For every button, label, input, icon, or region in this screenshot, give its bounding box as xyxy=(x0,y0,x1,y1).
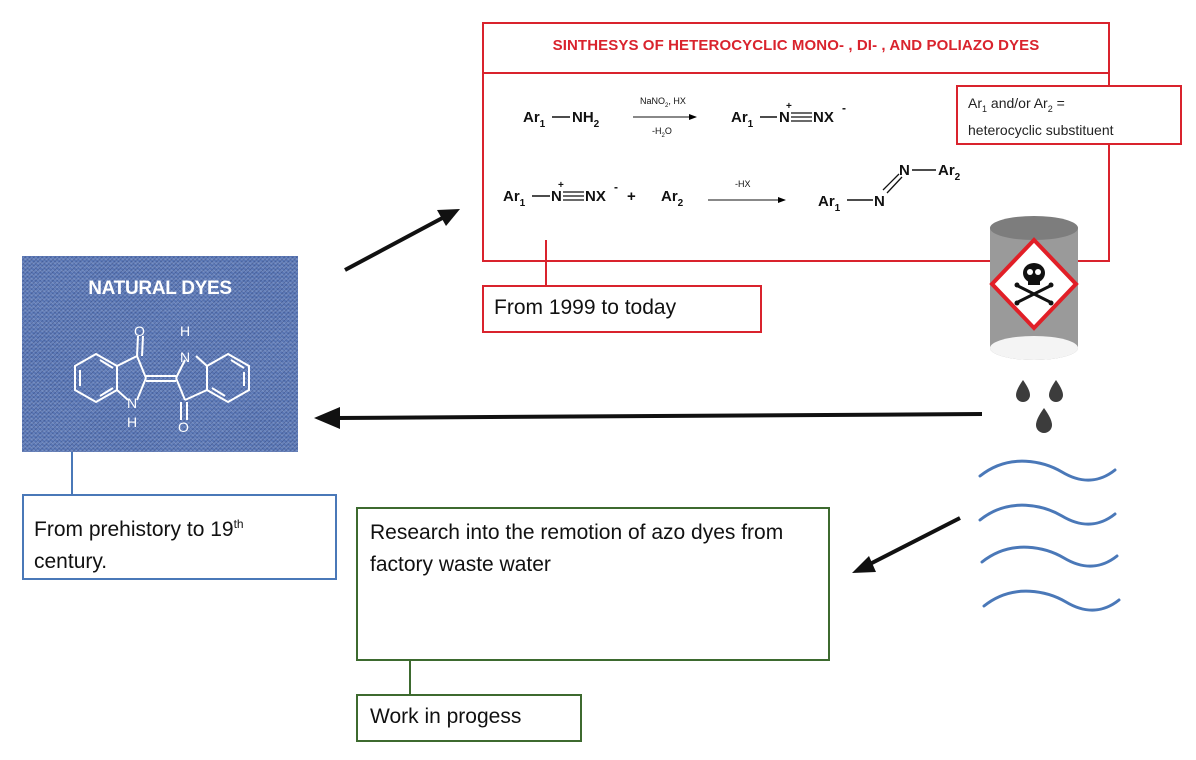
natural-dyes-panel xyxy=(22,256,298,452)
hazard-barrel-icon xyxy=(989,216,1079,360)
svg-text:+: + xyxy=(627,188,636,205)
droplet-icon xyxy=(1016,380,1063,433)
reaction-2: Ar1 N + NX - + Ar2 -HX Ar1 N N Ar2 xyxy=(503,162,961,214)
research-box xyxy=(356,507,830,661)
svg-text:Ar1: Ar1 xyxy=(523,109,546,130)
svg-text:NH2: NH2 xyxy=(572,109,600,130)
natural-period-box xyxy=(22,494,337,580)
synthesis-period-label: From 1999 to today xyxy=(494,296,677,319)
arrow-icon xyxy=(314,407,983,429)
natural-dyes-title: NATURAL DYES xyxy=(88,278,232,299)
research-status-box xyxy=(356,694,582,742)
svg-text:Ar1: Ar1 xyxy=(818,193,841,214)
research-label: Research into the remotion of azo dyes f… xyxy=(370,521,784,576)
arrow-icon xyxy=(852,516,961,573)
substituent-note: Ar1 and/or Ar2 = heterocyclic substituen… xyxy=(968,95,1114,138)
svg-text:N: N xyxy=(874,193,885,210)
svg-text:Ar1: Ar1 xyxy=(731,109,754,130)
svg-text:Ar2: Ar2 xyxy=(661,188,684,209)
water-waves-icon xyxy=(978,459,1121,612)
research-status-label: Work in progess xyxy=(370,705,522,728)
svg-text:Ar2: Ar2 xyxy=(938,162,961,183)
svg-text:-: - xyxy=(842,101,846,115)
svg-text:-H2O: -H2O xyxy=(652,126,672,139)
reaction-1: Ar1 NH2 NaNO2, HX -H2O Ar1 N + NX - xyxy=(523,96,846,139)
synthesis-period-box xyxy=(482,285,762,333)
arrow-icon xyxy=(344,209,460,272)
svg-text:-HX: -HX xyxy=(735,179,751,189)
skull-crossbones-icon xyxy=(1014,263,1054,306)
svg-text:Ar1: Ar1 xyxy=(503,188,526,209)
substituent-note-box xyxy=(956,85,1182,145)
svg-text:N: N xyxy=(899,162,910,179)
svg-text:NaNO2, HX: NaNO2, HX xyxy=(640,96,686,109)
svg-text:+: + xyxy=(786,101,792,112)
synthesis-title: SINTHESYS OF HETEROCYCLIC MONO- , DI- , … xyxy=(552,37,1040,54)
svg-text:N: N xyxy=(779,109,790,126)
svg-text:N: N xyxy=(551,188,562,205)
svg-text:NX: NX xyxy=(585,188,606,205)
svg-text:NX: NX xyxy=(813,109,834,126)
svg-text:-: - xyxy=(614,180,618,194)
natural-period-label: From prehistory to 19th century. xyxy=(34,517,244,573)
svg-text:+: + xyxy=(558,180,564,191)
synthesis-title-bar xyxy=(482,22,1110,74)
